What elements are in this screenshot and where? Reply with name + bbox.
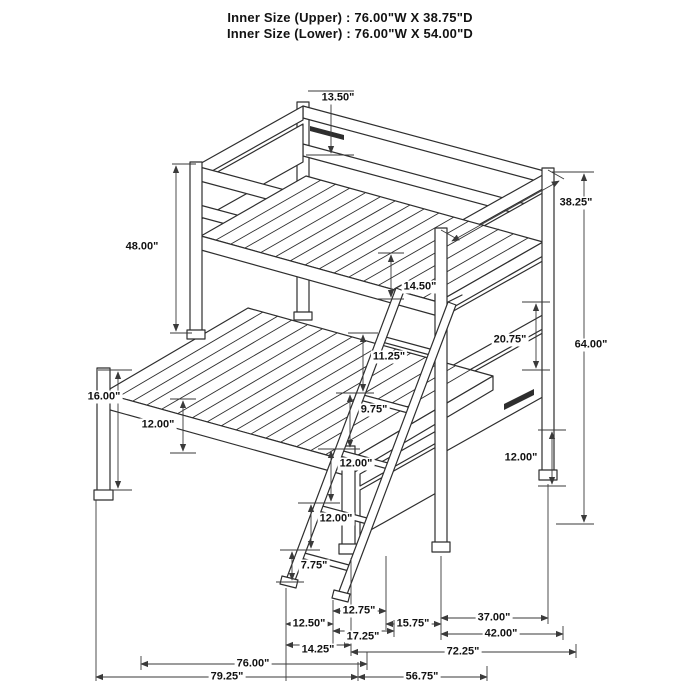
- dim-label-7-75: 7.75": [298, 559, 330, 573]
- title-inner-size-lower: Inner Size (Lower) : 76.00"W X 54.00"D: [226, 26, 474, 41]
- dim-label-79-25: 79.25": [208, 670, 246, 684]
- dim-label-12-00-ladder-2: 12.00": [317, 512, 355, 526]
- dim-label-9-75: 9.75": [358, 403, 390, 417]
- dim-label-14-25: 14.25": [299, 643, 337, 657]
- bunk-bed-drawing: [93, 101, 558, 603]
- dim-label-64-00: 64.00": [572, 338, 610, 352]
- dim-label-14-50: 14.50": [401, 280, 439, 294]
- title-inner-size-upper: Inner Size (Upper) : 76.00"W X 38.75"D: [227, 10, 473, 25]
- dim-label-42-00: 42.00": [482, 627, 520, 641]
- dim-label-20-75: 20.75": [491, 333, 529, 347]
- lower-slat-deck: [102, 307, 494, 477]
- dim-label-56-75: 56.75": [403, 670, 441, 684]
- lower-bunk: [102, 307, 549, 537]
- dim-label-13-50: 13.50": [319, 91, 357, 105]
- upper-bunk: [195, 105, 549, 319]
- headboard-slot: [310, 126, 344, 140]
- dim-label-72-25: 72.25": [444, 645, 482, 659]
- dim-label-48-00: 48.00": [123, 240, 161, 254]
- dim-label-38-25: 38.25": [557, 196, 595, 210]
- dim-label-11-25: 11.25": [370, 350, 408, 364]
- dim-label-12-00-right: 12.00": [502, 451, 540, 465]
- dim-label-17-25: 17.25": [344, 630, 382, 644]
- dim-label-37-00: 37.00": [475, 611, 513, 625]
- dim-label-12-50: 12.50": [290, 617, 328, 631]
- dim-label-76-00: 76.00": [234, 657, 272, 671]
- lower-footboard-slot: [504, 389, 534, 410]
- dim-label-12-00-ladder-1: 12.00": [337, 457, 375, 471]
- dim-label-12-00-left: 12.00": [139, 418, 177, 432]
- dim-label-15-75: 15.75": [394, 617, 432, 631]
- dim-label-12-75: 12.75": [340, 604, 378, 618]
- dim-label-16-00: 16.00": [85, 390, 123, 404]
